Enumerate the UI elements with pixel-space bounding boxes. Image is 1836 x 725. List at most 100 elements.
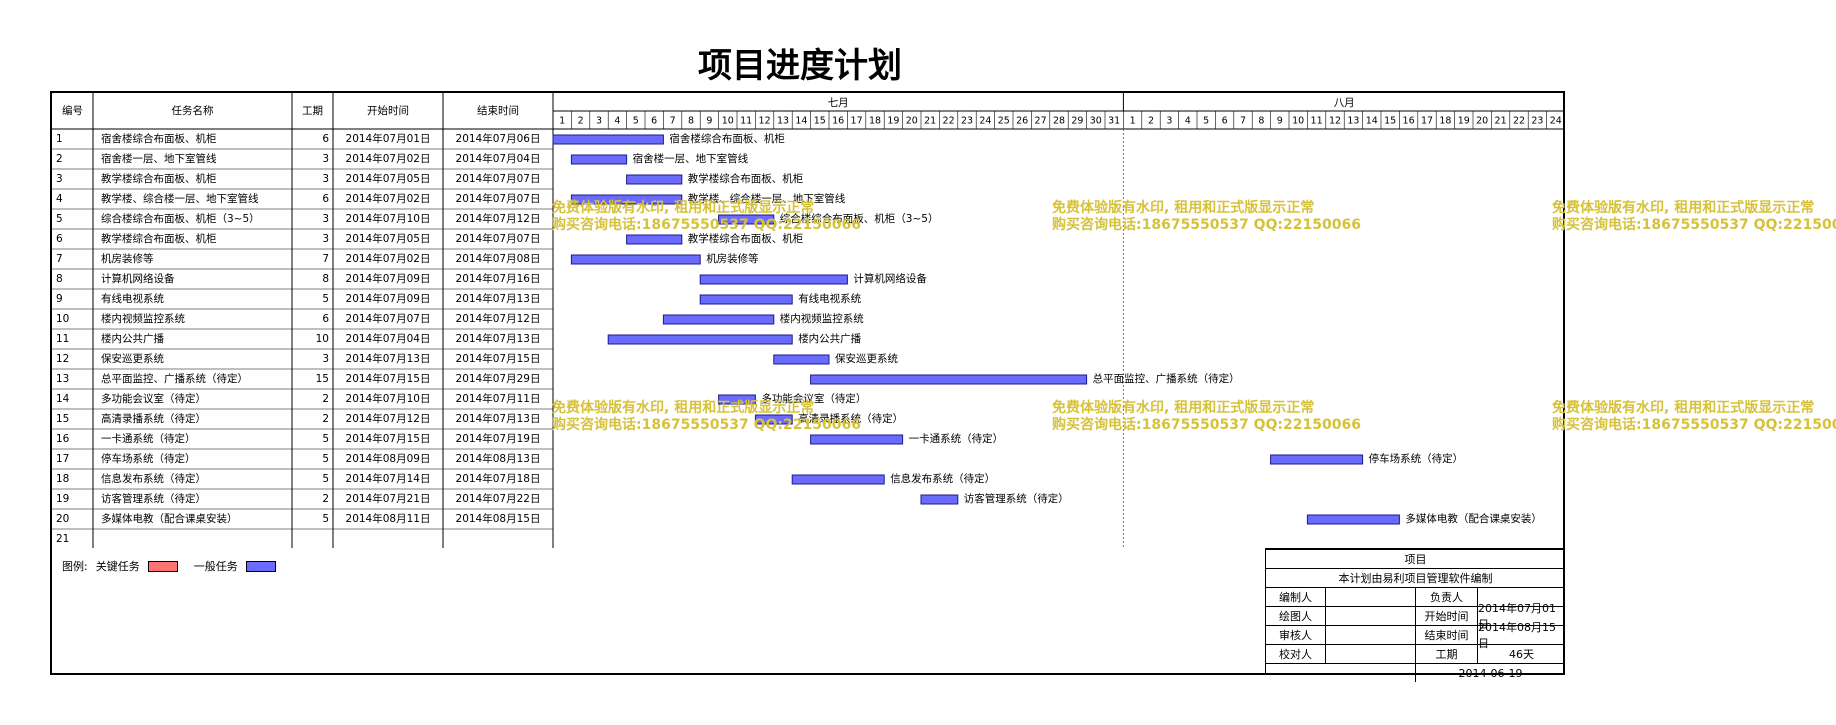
watermark-2-line1: 免费体验版有水印, 租用和正式版显示正常 [1052, 200, 1315, 216]
day-tick-label: 10 [722, 116, 734, 127]
task-id: 2 [56, 153, 63, 165]
day-tick-label: 2 [578, 116, 584, 127]
task-id: 21 [56, 533, 69, 545]
task-end-date: 2014年07月11日 [456, 392, 541, 405]
day-tick-label: 11 [740, 116, 752, 127]
day-tick-label: 7 [670, 116, 676, 127]
task-start-date: 2014年07月05日 [346, 232, 431, 245]
day-tick-label: 6 [651, 116, 657, 127]
task-name: 一卡通系统（待定） [101, 432, 196, 445]
task-bar [626, 174, 683, 185]
day-tick-label: 6 [1222, 116, 1228, 127]
task-name: 高清录播系统（待定） [101, 412, 206, 425]
task-name: 机房装修等 [101, 252, 154, 265]
day-tick-label: 5 [633, 116, 639, 127]
task-duration: 15 [316, 373, 329, 385]
project-info-block: 项目 本计划由易利项目管理软件编制 编制人 负责人 绘图人 开始时间 2014年… [1265, 548, 1565, 682]
task-bar [718, 394, 756, 405]
task-bar [718, 214, 775, 225]
day-tick-label: 20 [1476, 116, 1488, 127]
task-duration: 5 [322, 293, 329, 305]
task-name: 停车场系统（待定） [101, 452, 196, 465]
month-label-1: 八月 [1334, 97, 1355, 109]
day-tick-label: 17 [851, 116, 863, 127]
day-tick-label: 23 [961, 116, 973, 127]
task-name: 楼内视频监控系统 [101, 312, 185, 325]
day-tick-label: 14 [795, 116, 807, 127]
task-start-date: 2014年08月09日 [346, 452, 431, 465]
task-duration: 5 [322, 513, 329, 525]
info-note: 本计划由易利项目管理软件编制 [1338, 572, 1493, 585]
task-start-date: 2014年07月15日 [346, 372, 431, 385]
task-start-date: 2014年07月05日 [346, 172, 431, 185]
day-tick-label: 1 [559, 116, 565, 127]
task-bar [810, 374, 1088, 385]
task-name: 教学楼综合布面板、机柜 [101, 172, 217, 185]
task-start-date: 2014年07月14日 [346, 472, 431, 485]
legend: 图例: 关键任务 一般任务 [62, 558, 276, 574]
info-drawer-value [1326, 607, 1416, 625]
task-bar-label: 宿舍楼综合布面板、机柜 [669, 132, 785, 145]
day-tick-label: 22 [1513, 116, 1525, 127]
task-bar-label: 保安巡更系统 [835, 352, 898, 365]
task-duration: 6 [322, 313, 329, 325]
column-header-4: 结束时间 [477, 104, 519, 117]
day-tick-label: 3 [1166, 116, 1172, 127]
task-end-date: 2014年07月13日 [456, 332, 541, 345]
task-id: 10 [56, 313, 69, 325]
task-bar-label: 高清录播系统（待定） [798, 412, 903, 425]
watermark-6: 免费体验版有水印, 租用和正式版显示正常购买咨询电话:18675550537 Q… [1552, 400, 1836, 434]
task-bar-label: 综合楼综合布面板、机柜（3~5） [780, 212, 939, 225]
task-bar [699, 294, 793, 305]
watermark-1-line1: 免费体验版有水印, 租用和正式版显示正常 [552, 200, 815, 216]
task-id: 16 [56, 433, 70, 445]
day-tick-label: 19 [1458, 116, 1470, 127]
task-duration: 5 [322, 473, 329, 485]
task-end-date: 2014年07月07日 [456, 232, 541, 245]
task-start-date: 2014年07月15日 [346, 432, 431, 445]
day-tick-label: 13 [777, 116, 789, 127]
task-start-date: 2014年07月02日 [346, 252, 431, 265]
info-editor-label: 编制人 [1266, 588, 1326, 606]
task-bar-label: 楼内视频监控系统 [780, 312, 864, 325]
task-start-date: 2014年07月13日 [346, 352, 431, 365]
task-id: 8 [56, 273, 63, 285]
task-end-date: 2014年07月12日 [456, 212, 541, 225]
task-bar-label: 信息发布系统（待定） [890, 472, 995, 485]
task-bar [552, 134, 664, 145]
task-bar-label: 楼内公共广播 [798, 332, 861, 345]
task-duration: 3 [322, 153, 329, 165]
info-header: 项目 [1404, 553, 1427, 566]
info-reviewer-label: 审核人 [1266, 626, 1326, 644]
day-tick-label: 4 [614, 116, 620, 127]
task-duration: 2 [322, 493, 329, 505]
task-bar [570, 194, 683, 205]
day-tick-label: 21 [924, 116, 936, 127]
watermark-5-line2: 购买咨询电话:18675550537 QQ:22150066 [1052, 417, 1361, 433]
task-start-date: 2014年07月02日 [346, 192, 431, 205]
day-tick-label: 13 [1347, 116, 1359, 127]
legend-critical-swatch [147, 560, 178, 572]
task-duration: 8 [322, 273, 329, 285]
task-id: 4 [56, 193, 63, 205]
task-start-date: 2014年07月04日 [346, 332, 431, 345]
task-bar [570, 254, 701, 265]
info-start-value: 2014年07月01日 [1478, 602, 1556, 631]
info-duration-label: 工期 [1416, 645, 1478, 663]
column-header-2: 工期 [302, 105, 323, 117]
watermark-5: 免费体验版有水印, 租用和正式版显示正常购买咨询电话:18675550537 Q… [1052, 400, 1361, 434]
task-bar [570, 154, 628, 165]
info-end-label: 结束时间 [1416, 626, 1478, 644]
task-name: 多功能会议室（待定） [101, 392, 206, 405]
task-bar-label: 教学楼、综合楼一层、地下室管线 [688, 192, 846, 205]
day-tick-label: 15 [814, 116, 826, 127]
task-start-date: 2014年07月21日 [346, 492, 431, 505]
watermark-4-line2: 购买咨询电话:18675550537 QQ:22150066 [552, 417, 861, 433]
task-id: 7 [56, 253, 63, 265]
task-bar [699, 274, 848, 285]
watermark-5-line1: 免费体验版有水印, 租用和正式版显示正常 [1052, 400, 1315, 416]
legend-critical-label: 关键任务 [95, 560, 140, 573]
day-tick-label: 25 [998, 116, 1010, 127]
task-duration: 3 [322, 213, 329, 225]
